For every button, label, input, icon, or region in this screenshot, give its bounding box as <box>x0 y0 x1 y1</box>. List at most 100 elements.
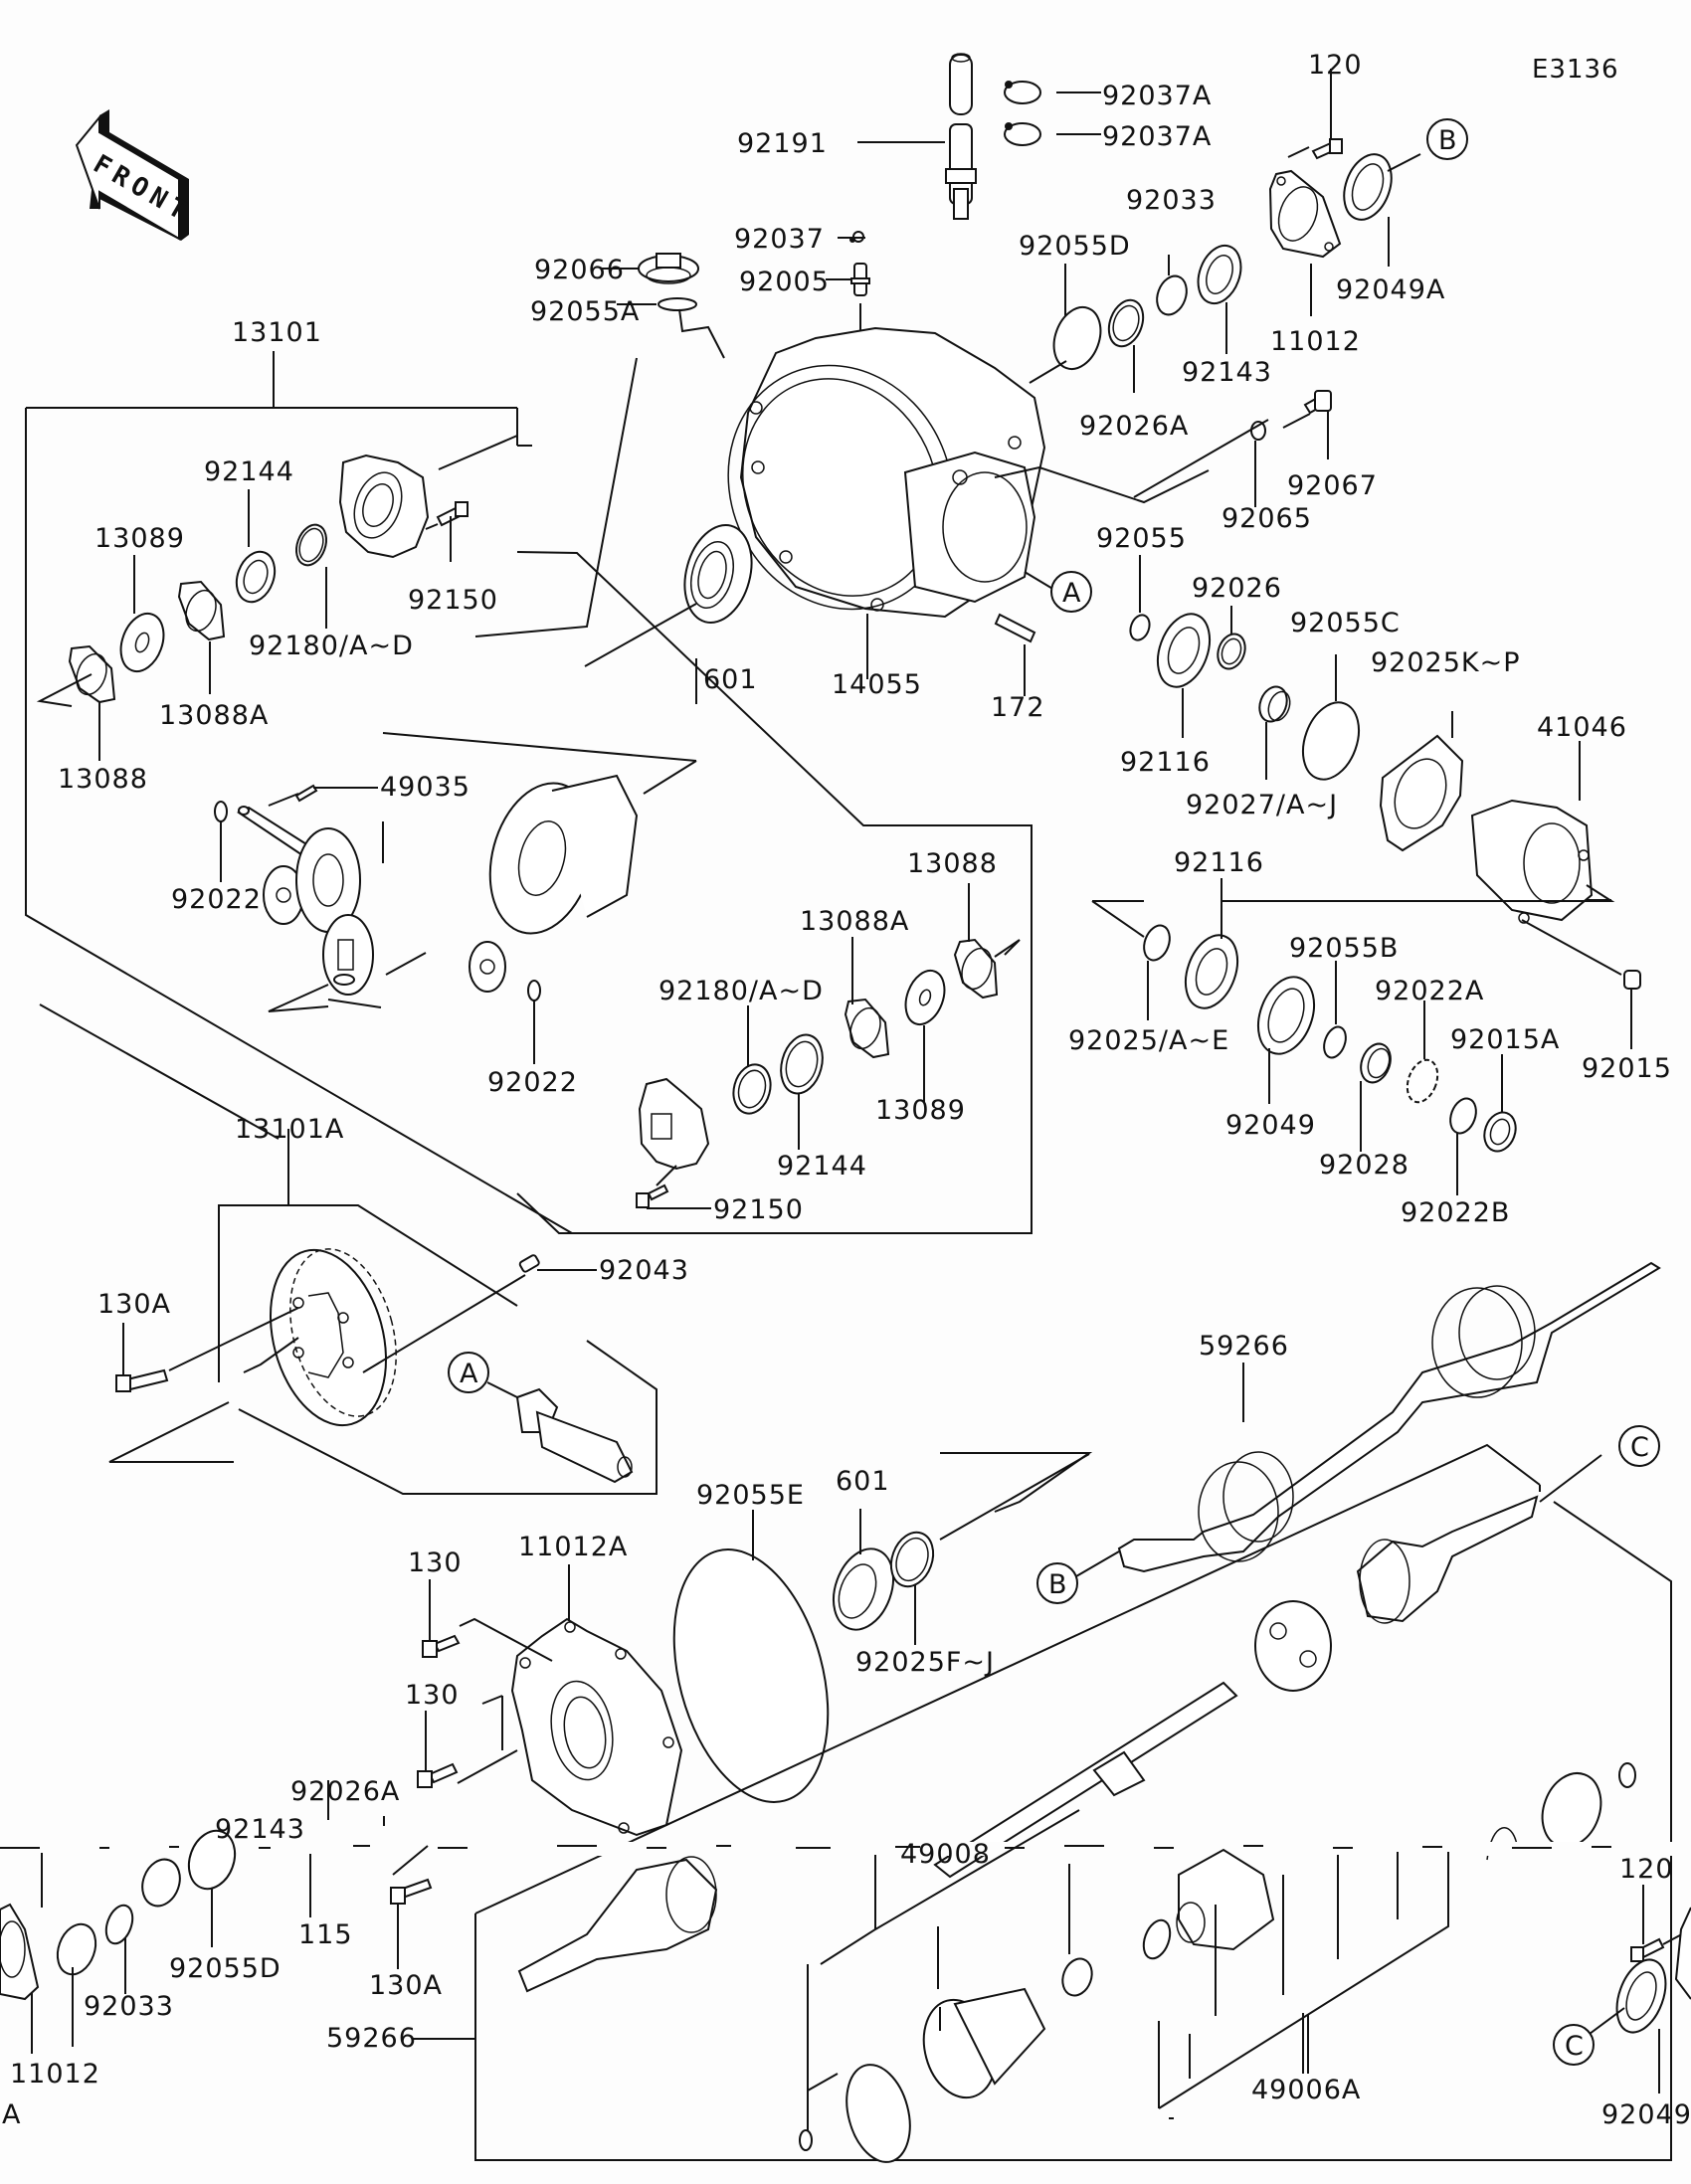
gasket-92055A[interactable] <box>658 297 697 311</box>
callout-120-b[interactable]: 120 <box>1619 1854 1674 1885</box>
callout-92055B[interactable]: 92055B <box>1289 933 1399 964</box>
callout-92022B[interactable]: 92022B <box>1401 1197 1510 1228</box>
callout-13088-b[interactable]: 13088 <box>907 848 998 879</box>
callout-92143-b[interactable]: 92143 <box>215 1814 305 1845</box>
bearing-92116-a[interactable] <box>1148 607 1219 694</box>
drive-pinion[interactable] <box>515 1387 634 1484</box>
o-ring-92055E[interactable] <box>649 1533 853 1819</box>
cv-cage[interactable] <box>1254 1600 1332 1692</box>
callout-13088A-a[interactable]: 13088A <box>159 700 269 731</box>
callout-92066[interactable]: 92066 <box>534 255 625 285</box>
ring-small-left[interactable] <box>799 2129 813 2151</box>
callout-13088A-b[interactable]: 13088A <box>800 906 909 937</box>
callout-11012-top[interactable]: 11012 <box>1270 326 1361 357</box>
o-ring-92055[interactable] <box>1127 613 1153 643</box>
bolt-120-top[interactable] <box>1311 138 1343 160</box>
band-large-left[interactable] <box>837 2058 920 2169</box>
callout-14055[interactable]: 14055 <box>832 669 922 700</box>
circlip-92033-b[interactable] <box>101 1902 137 1947</box>
oil-seal-92049-a[interactable] <box>1248 970 1324 1062</box>
callout-49035[interactable]: 49035 <box>380 772 470 803</box>
cv-joint-outer[interactable] <box>1356 1495 1539 1624</box>
plate-13088A-b[interactable] <box>844 998 890 1059</box>
callout-92026A-top[interactable]: 92026A <box>1079 411 1189 442</box>
drain-plug-92067[interactable] <box>1303 390 1332 415</box>
bearing-601-top[interactable] <box>674 517 762 630</box>
callout-92049-a[interactable]: 92049 <box>1225 1110 1316 1141</box>
oil-seal-92049-b[interactable] <box>1607 1953 1674 2039</box>
cover-11012A[interactable] <box>510 1617 683 1837</box>
callout-130A-a[interactable]: 130A <box>97 1289 171 1320</box>
stud-172[interactable] <box>994 613 1036 643</box>
callout-92180-b[interactable]: 92180/A~D <box>658 976 824 1006</box>
callout-130-a[interactable]: 130 <box>408 1547 463 1578</box>
washer-92144-a[interactable] <box>230 546 282 607</box>
callout-92025KP[interactable]: 92025K~P <box>1371 647 1521 678</box>
o-ring-92055C[interactable] <box>1293 695 1369 788</box>
callout-92116-b[interactable]: 92116 <box>1174 847 1264 878</box>
callout-92065[interactable]: 92065 <box>1221 503 1312 534</box>
callout-92055[interactable]: 92055 <box>1096 523 1187 554</box>
callout-601-top[interactable]: 601 <box>703 664 758 695</box>
oil-seal-92049A[interactable] <box>1336 148 1401 227</box>
callout-92005[interactable]: 92005 <box>739 267 830 297</box>
callout-92150-b[interactable]: 92150 <box>713 1194 804 1225</box>
bolt-92150-a[interactable] <box>436 501 469 527</box>
washer-13089-b[interactable] <box>899 966 952 1030</box>
callout-92180-a[interactable]: 92180/A~D <box>249 631 414 661</box>
callout-13101A[interactable]: 13101A <box>235 1114 344 1145</box>
callout-92037A-2[interactable]: 92037A <box>1102 121 1212 152</box>
bolt-92150-b[interactable] <box>636 1183 669 1208</box>
plate-13088-a[interactable] <box>68 644 116 704</box>
bearing-92116-b[interactable] <box>1176 928 1246 1015</box>
callout-92015A[interactable]: 92015A <box>1450 1024 1560 1055</box>
callout-92049A[interactable]: 92049A <box>1336 274 1445 305</box>
callout-92033-top[interactable]: 92033 <box>1126 185 1217 216</box>
lock-washer-92022A[interactable] <box>1402 1056 1442 1107</box>
callout-92026A-b[interactable]: 92026A <box>290 1776 400 1807</box>
callout-92055D-top[interactable]: 92055D <box>1019 231 1131 262</box>
pinion-gear-small-2[interactable] <box>333 941 506 993</box>
callout-11012A[interactable]: 11012A <box>518 1532 628 1562</box>
callout-92022-a[interactable]: 92022 <box>171 884 262 915</box>
washer-92022B[interactable] <box>1446 1095 1481 1137</box>
plate-13088-b[interactable] <box>953 938 999 1000</box>
callout-92055D-b[interactable]: 92055D <box>169 1953 282 1984</box>
callout-130A-b[interactable]: 130A <box>369 1970 443 2001</box>
collar-92026[interactable] <box>1214 631 1250 673</box>
callout-92025FJ[interactable]: 92025F~J <box>855 1647 995 1678</box>
bolt-130A-b[interactable] <box>390 1878 433 1905</box>
washer-13089-a[interactable] <box>113 608 171 677</box>
flange-edge-right[interactable] <box>1674 1907 1691 2000</box>
o-ring-92055D-b[interactable] <box>181 1824 243 1895</box>
o-ring-92025AE[interactable] <box>1140 922 1175 964</box>
callout-92025AE[interactable]: 92025/A~E <box>1068 1025 1229 1056</box>
callout-120-top[interactable]: 120 <box>1308 50 1363 81</box>
ref-marker-A-case[interactable]: A <box>1024 571 1092 613</box>
drive-shaft-59266-upper[interactable] <box>1117 1261 1661 1573</box>
callout-92144-a[interactable]: 92144 <box>204 456 294 487</box>
callout-49008[interactable]: 49008 <box>900 1839 991 1870</box>
plate-13088A-a[interactable] <box>177 580 226 641</box>
callout-92143-top[interactable]: 92143 <box>1182 357 1272 388</box>
washer-92065[interactable] <box>1250 421 1266 441</box>
flange-11012-b[interactable] <box>0 1903 40 2001</box>
callout-11012-b[interactable]: 11012 <box>10 2059 100 2090</box>
shim-92180-b[interactable] <box>728 1060 776 1118</box>
dowel-92043[interactable] <box>518 1254 540 1273</box>
circlip-92033-top[interactable] <box>1152 272 1192 318</box>
callout-92033-b[interactable]: 92033 <box>84 1991 174 2022</box>
callout-59266-a[interactable]: 59266 <box>1199 1331 1289 1362</box>
differential-case-14055[interactable] <box>688 326 1046 646</box>
callout-92037[interactable]: 92037 <box>734 224 825 255</box>
pin-49035[interactable] <box>294 784 318 803</box>
ref-marker-B-shaft[interactable]: B <box>1036 1550 1120 1604</box>
callout-92144-b[interactable]: 92144 <box>777 1151 867 1182</box>
washer-92144-b[interactable] <box>775 1030 829 1098</box>
callout-92150-a[interactable]: 92150 <box>408 585 498 616</box>
gasket-92025KP[interactable] <box>1379 734 1464 852</box>
callout-13089-a[interactable]: 13089 <box>94 523 185 554</box>
band-small-right[interactable] <box>1139 1916 1175 1962</box>
breather-hose-92191[interactable] <box>945 53 977 220</box>
callout-115[interactable]: 115 <box>298 1919 353 1950</box>
